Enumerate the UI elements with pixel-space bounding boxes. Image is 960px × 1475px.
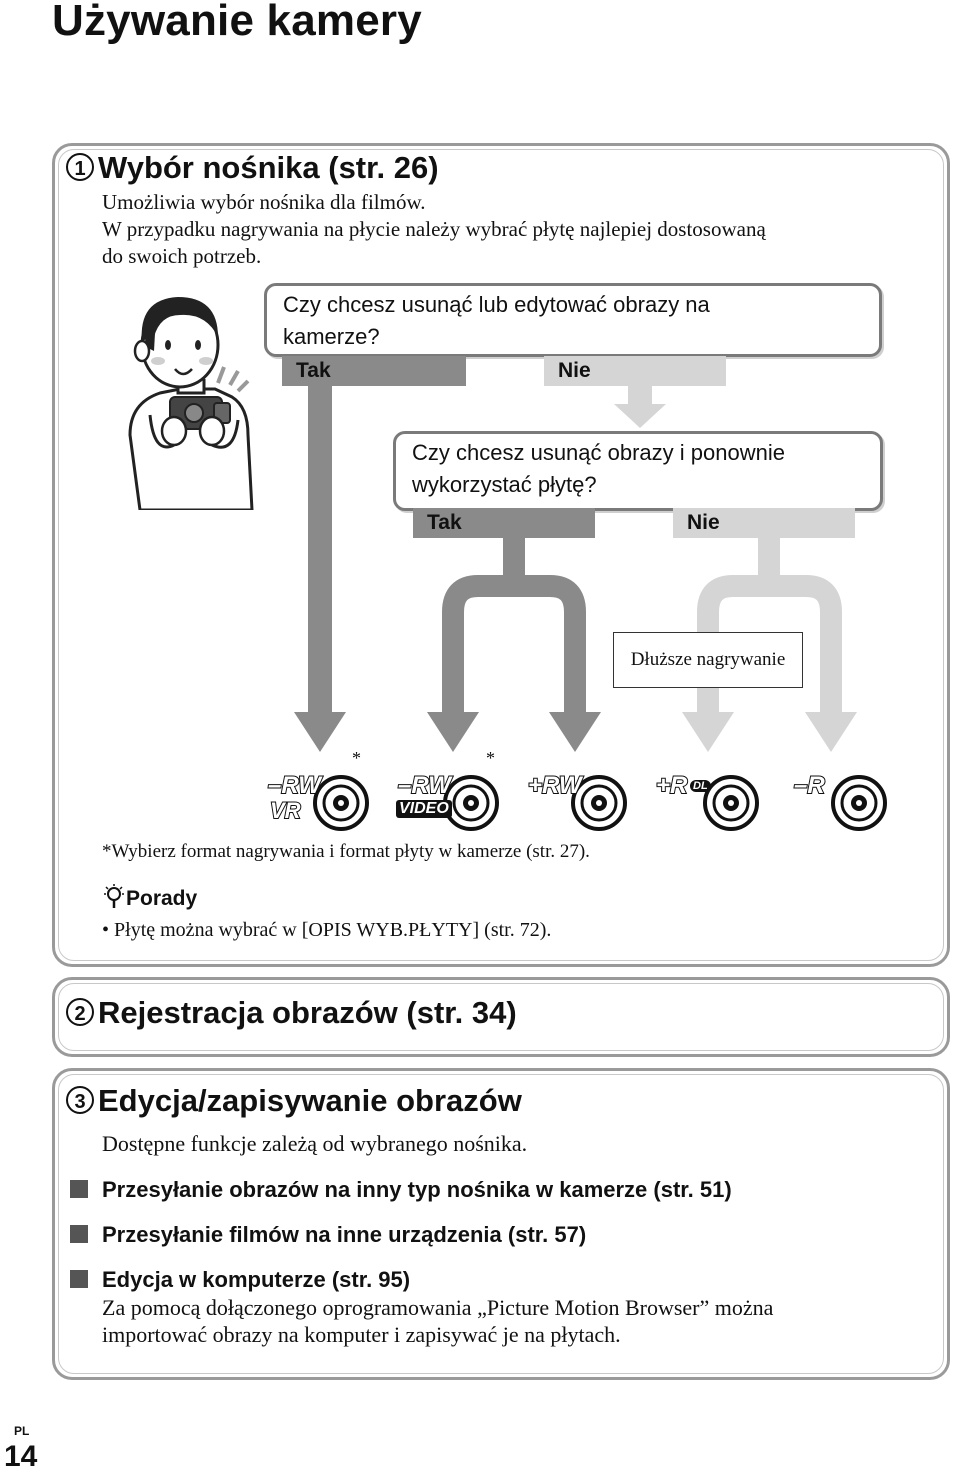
item-3-description-line-1: Za pomocą dołączonego oprogramowania „Pi… — [102, 1295, 774, 1320]
section-recording — [52, 977, 950, 1057]
disc-plus-r-dl: +R DL — [654, 748, 764, 836]
page-title: Używanie kamery — [52, 0, 422, 45]
footnote: *Wybierz format nagrywania i format płyt… — [102, 841, 590, 862]
lightbulb-icon — [104, 884, 124, 908]
section-3-heading: Edycja/zapisywanie obrazów — [98, 1083, 522, 1118]
item-3-description: Za pomocą dołączonego oprogramowania „Pi… — [102, 1294, 773, 1348]
section-media-selection — [52, 143, 950, 967]
decision-flow-arrows — [294, 386, 857, 752]
disc-icon — [443, 775, 499, 831]
section-3-intro: Dostępne funkcje zależą od wybranego noś… — [102, 1131, 528, 1156]
disc-plus-rw: +RW — [526, 748, 636, 836]
section-1-line-1: Umożliwia wybór nośnika dla filmów. — [102, 190, 426, 214]
section-editing-saving — [52, 1068, 950, 1380]
page-number: 14 — [4, 1440, 38, 1473]
disc-icon — [703, 775, 759, 831]
disc-asterisk: * — [486, 748, 495, 768]
disc-subformat-label: DL — [690, 780, 711, 792]
disc-format-label: +RW — [527, 771, 583, 800]
question-1-yes-label: Tak — [282, 356, 466, 386]
bullet-icon: • — [102, 919, 115, 941]
disc-icon — [571, 775, 627, 831]
question-2-yes-label: Tak — [413, 508, 595, 538]
question-2-line-1: Czy chcesz usunąć obrazy i ponownie — [412, 440, 785, 465]
section-1-description: Umożliwia wybór nośnika dla filmów. W pr… — [102, 189, 766, 270]
question-1-line-1: Czy chcesz usunąć lub edytować obrazy na — [283, 292, 710, 317]
square-bullet-icon — [70, 1225, 88, 1244]
disc-icon — [313, 775, 369, 831]
list-item: Edycja w komputerze (str. 95) — [70, 1267, 410, 1293]
disc-rw-vr: * –RW VR — [264, 748, 374, 836]
list-item-text: Przesyłanie obrazów na inny typ nośnika … — [102, 1177, 732, 1202]
question-2-line-2: wykorzystać płytę? — [412, 472, 597, 497]
tips-label: Porady — [126, 887, 198, 910]
item-3-description-line-2: importować obrazy na komputer i zapisywa… — [102, 1322, 621, 1347]
step-number-3: 3 — [66, 1085, 94, 1114]
section-1-line-3: do swoich potrzeb. — [102, 244, 262, 268]
longer-recording-label: Dłuższe nagrywanie — [613, 632, 803, 688]
section-1-heading: Wybór nośnika (str. 26) — [98, 150, 439, 185]
question-1-no-label: Nie — [544, 356, 726, 386]
disc-asterisk: * — [352, 748, 361, 768]
disc-format-label: –RW — [397, 771, 452, 800]
tips-heading: Porady — [102, 884, 197, 911]
disc-format-label: –R — [793, 771, 826, 800]
square-bullet-icon — [70, 1180, 88, 1199]
list-item-text: Edycja w komputerze (str. 95) — [102, 1267, 411, 1292]
disc-icon — [831, 775, 887, 831]
question-2-box: Czy chcesz usunąć obrazy i ponownie wyko… — [393, 431, 883, 511]
disc-subformat-label: VR — [269, 797, 302, 824]
disc-minus-r: –R — [792, 748, 892, 836]
disc-rw-video: * –RW VIDEO — [394, 748, 504, 836]
disc-types-row: * –RW VR * –RW VIDEO +RW — [264, 748, 894, 838]
disc-format-label: –RW — [267, 771, 322, 800]
language-code: PL — [14, 1424, 30, 1438]
square-bullet-icon — [70, 1270, 88, 1289]
disc-subformat-label: VIDEO — [396, 800, 452, 818]
list-item-text: Przesyłanie filmów na inne urządzenia (s… — [102, 1222, 587, 1247]
section-2-heading: Rejestracja obrazów (str. 34) — [98, 995, 517, 1030]
person-with-camcorder-illustration — [128, 297, 254, 510]
question-1-line-2: kamerze? — [283, 324, 380, 349]
tip-item: • Płytę można wybrać w [OPIS WYB.PŁYTY] … — [102, 919, 551, 942]
question-2-no-label: Nie — [673, 508, 855, 538]
section-1-line-2: W przypadku nagrywania na płycie należy … — [102, 217, 766, 241]
step-number-1: 1 — [66, 152, 94, 181]
step-number-2: 2 — [66, 997, 94, 1026]
question-1-box: Czy chcesz usunąć lub edytować obrazy na… — [264, 283, 882, 357]
tip-item-text: Płytę można wybrać w [OPIS WYB.PŁYTY] (s… — [114, 919, 552, 941]
disc-format-label: +R — [655, 771, 688, 800]
list-item: Przesyłanie obrazów na inny typ nośnika … — [70, 1177, 732, 1203]
list-item: Przesyłanie filmów na inne urządzenia (s… — [70, 1222, 586, 1248]
